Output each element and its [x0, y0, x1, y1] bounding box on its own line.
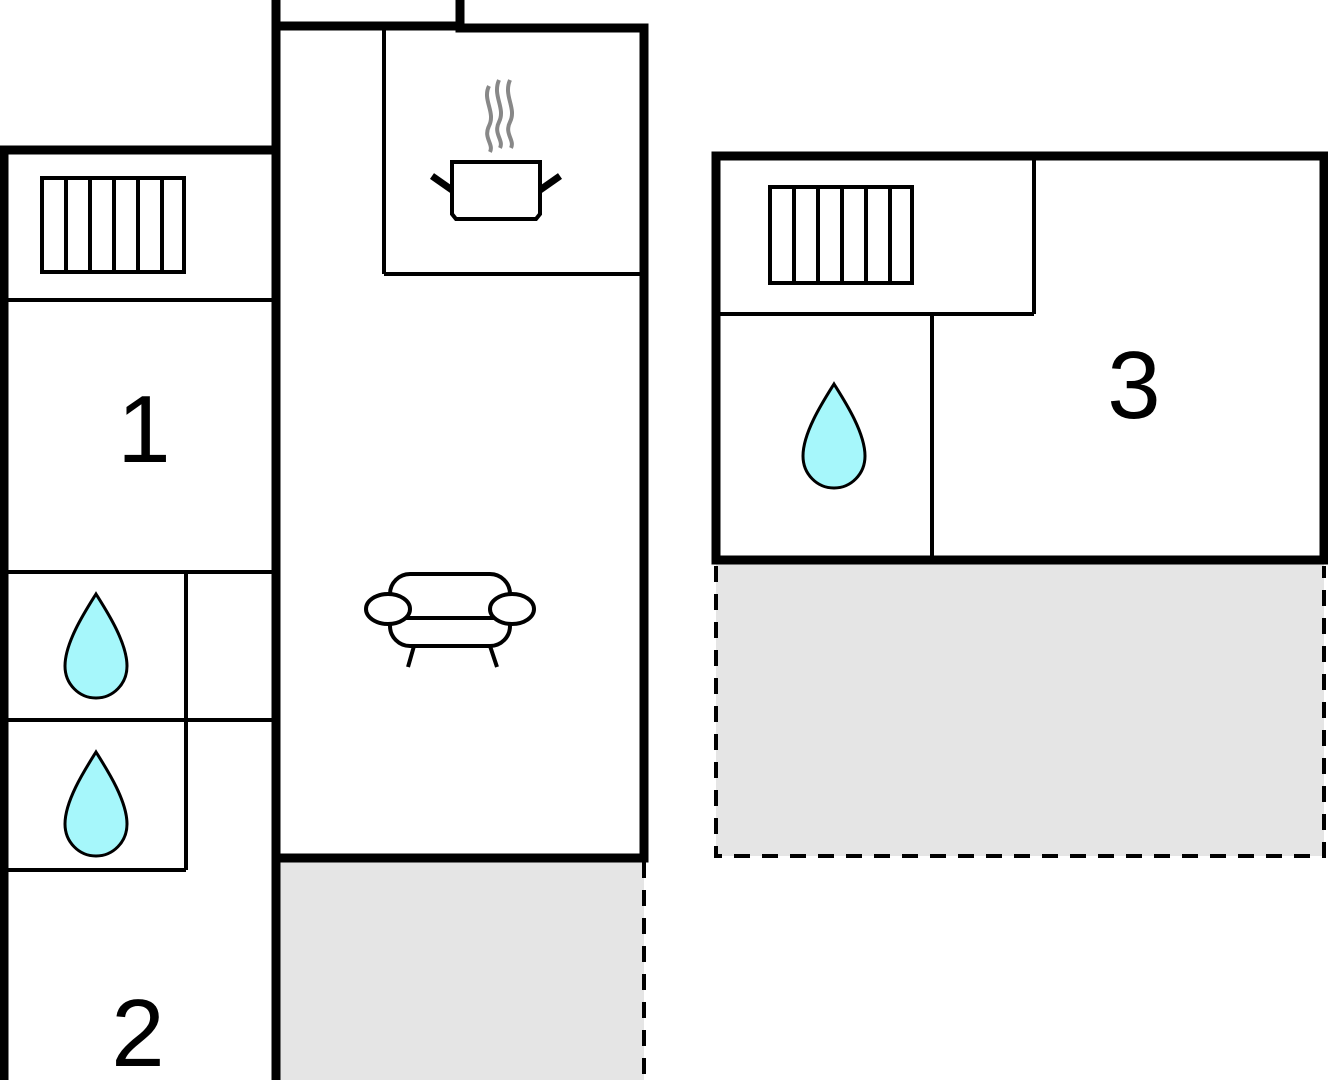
left-building-interior-walls	[4, 28, 644, 872]
water-drop-icon	[63, 591, 129, 700]
terrace-right	[714, 562, 1326, 858]
water-drop-icon	[801, 381, 867, 490]
room-number-2: 2	[111, 980, 164, 1080]
stairs-icon	[40, 176, 186, 274]
sofa-icon	[364, 572, 536, 668]
terrace-left	[276, 858, 646, 1080]
water-drop-icon	[63, 749, 129, 858]
cooking-pot-icon	[429, 79, 563, 221]
room-number-3: 3	[1107, 332, 1160, 439]
left-building-walls	[0, 0, 649, 1080]
stairs-icon	[768, 185, 914, 285]
room-number-1: 1	[117, 376, 170, 483]
right-building-walls	[711, 151, 1328, 565]
